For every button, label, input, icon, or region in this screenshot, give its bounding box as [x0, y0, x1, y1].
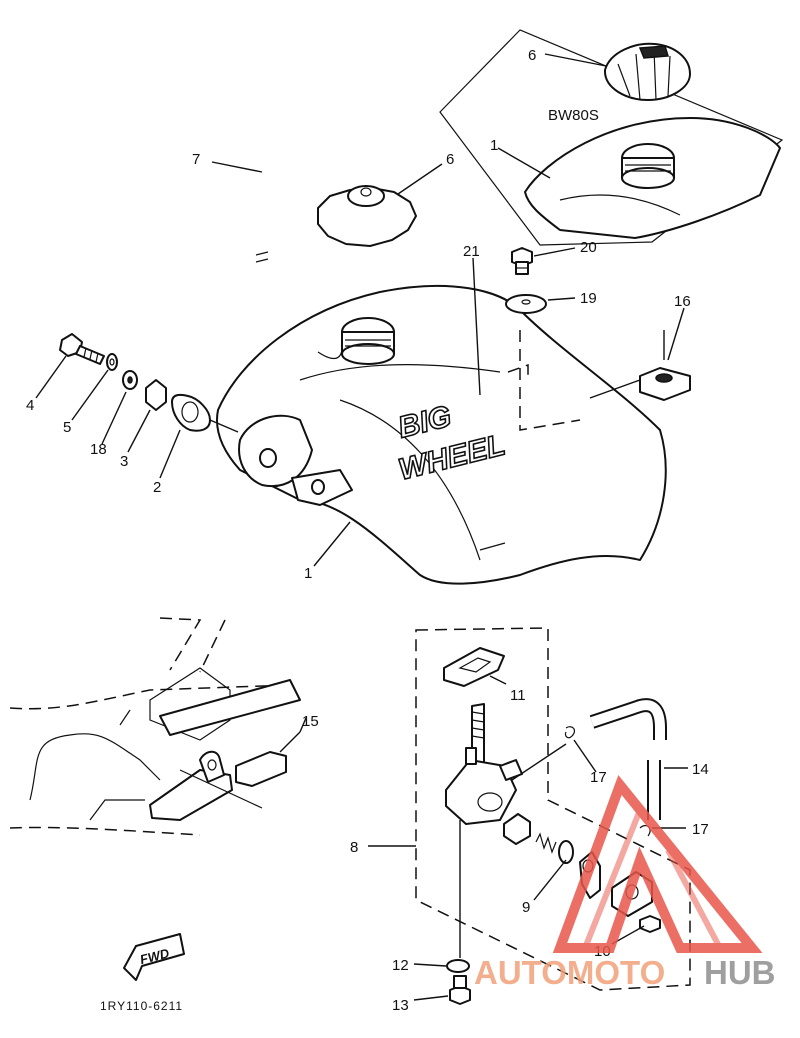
callout-18: 18	[90, 441, 107, 458]
callout-17-upper: 17	[590, 769, 607, 786]
callout-14: 14	[692, 761, 709, 778]
callout-19: 19	[580, 290, 597, 307]
callout-17-lower: 17	[692, 821, 709, 838]
callout-11: 11	[510, 687, 526, 704]
callout-5: 5	[63, 419, 71, 436]
fuel-cock-assembly	[415, 627, 691, 1005]
callout-3: 3	[120, 453, 128, 470]
callout-6: 6	[446, 151, 454, 168]
callout-21: 21	[463, 243, 480, 260]
callout-13: 13	[392, 997, 409, 1014]
reference-code: 1RY110-6211	[100, 999, 183, 1013]
fuel-cap	[317, 185, 417, 247]
callout-8: 8	[350, 839, 358, 856]
callout-7: 7	[192, 151, 200, 168]
callout-4: 4	[26, 397, 34, 414]
callout-15: 15	[302, 713, 319, 730]
frame-section	[9, 617, 301, 836]
callout-20: 20	[580, 239, 597, 256]
bw80s-inset: BW80S	[439, 29, 784, 246]
variant-label: BW80S	[548, 107, 599, 124]
watermark-text-a: AUTOMOTO	[474, 954, 665, 991]
callout-16: 16	[674, 293, 691, 310]
callout-1-tank: 1	[304, 565, 312, 582]
watermark-text-b: HUB	[704, 954, 776, 991]
callout-12: 12	[392, 957, 409, 974]
watermark-logo: AUTOMOTO HUB	[474, 775, 776, 991]
callout-9: 9	[522, 899, 530, 916]
fwd-arrow: FWD	[123, 933, 185, 981]
leader-lines	[35, 53, 688, 1001]
fwd-label: FWD	[138, 945, 171, 967]
watermark-triangle-icon	[552, 775, 763, 953]
callout-1-inset: 1	[490, 137, 498, 154]
fuel-tank: BIG WHEEL	[216, 284, 667, 585]
callout-2: 2	[153, 479, 161, 496]
callout-6-inset: 6	[528, 47, 536, 64]
callout-labels: 1 1 2 3 4 5 6 6 7 8 9 10 11 12 13 14 15 …	[26, 47, 709, 1014]
mounting-hardware	[59, 247, 691, 433]
